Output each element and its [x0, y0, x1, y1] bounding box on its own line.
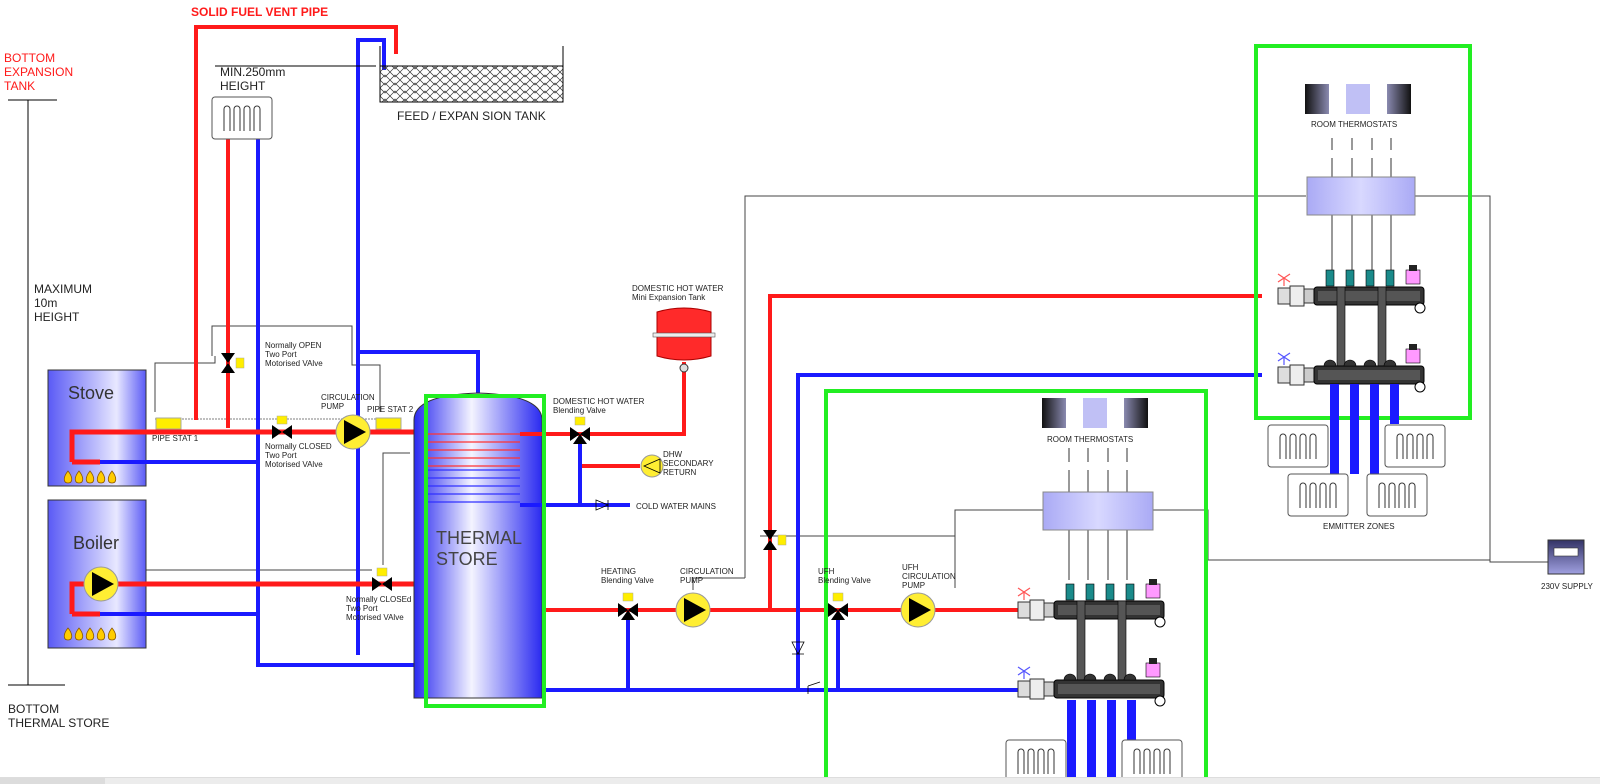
label-dhw-secondary-return: DHW SECONDARY RETURN [663, 450, 714, 478]
ufh-manifold-upper [1278, 265, 1425, 392]
emitter-radiator [1005, 739, 1067, 783]
label-normally-closed-valve-2: Normally CLOSEd Two Port Motorised VAlve [346, 595, 412, 623]
pipe-stat-1 [155, 417, 182, 430]
label-min-height: MIN.250mm HEIGHT [220, 65, 286, 93]
label-solid-fuel-vent: SOLID FUEL VENT PIPE [191, 5, 329, 19]
upper-zone-flow [768, 294, 1262, 610]
emitter-radiator [1287, 473, 1349, 517]
label-230v-supply: 230V SUPPLY [1541, 582, 1593, 591]
normally-open-valve[interactable] [220, 352, 245, 374]
normally-closed-valve-2[interactable] [371, 567, 393, 592]
stove-unit [47, 369, 147, 487]
emitter-radiator [1384, 424, 1446, 468]
thermal-store [413, 392, 543, 699]
dhw-blending-valve[interactable] [569, 416, 591, 445]
thermal-store-highlight [424, 394, 546, 708]
stove-flow-pipe [69, 429, 428, 462]
label-boiler: Boiler [73, 533, 120, 553]
label-max-height: MAXIMUM 10m HEIGHT [34, 282, 92, 324]
boiler-pump[interactable] [83, 566, 119, 602]
upper-zone-return [796, 373, 1262, 690]
emitter-radiator [1366, 473, 1428, 517]
circulation-pump-1[interactable] [335, 414, 371, 450]
check-valve-return [791, 641, 821, 694]
label-feed-expansion-tank: FEED / EXPAN SION TANK [397, 109, 546, 123]
wiring-centre-upper [1306, 176, 1416, 216]
emitter-radiator [1267, 424, 1329, 468]
label-ufh-circulation-pump: UFH CIRCULATION PUMP [902, 563, 956, 591]
upper-zone [1254, 44, 1472, 517]
label-bottom-thermal-store: BOTTOM THERMAL STORE [8, 702, 110, 730]
label-heating-blending-valve: HEATING Blending Valve [601, 567, 654, 586]
label-normally-open-valve: Normally OPEN Two Port Motorised VAlve [265, 341, 323, 369]
heating-blending-valve[interactable] [617, 592, 639, 621]
label-cold-water-mains: COLD WATER MAINS [636, 502, 717, 511]
ufh-circulation-pump[interactable] [900, 592, 936, 628]
status-bar [0, 777, 1600, 784]
label-pipe-stat-2: PIPE STAT 2 [367, 405, 414, 414]
room-thermostat[interactable] [1083, 398, 1107, 428]
label-room-thermostats-upper: ROOM THERMOSTATS [1311, 120, 1398, 129]
wiring-centre-lower [1042, 491, 1154, 531]
ufh-manifold-lower [1018, 579, 1165, 706]
label-ufh-blending-valve: UFH Blending Valve [818, 567, 871, 586]
label-circulation-pump-2: CIRCULATION PUMP [680, 567, 734, 586]
radiator-top [211, 96, 273, 140]
label-normally-closed-valve-1: Normally CLOSED Two Port Motorised VAlve [265, 442, 332, 470]
label-bottom-expansion-tank: BOTTOM EXPANSION TANK [4, 51, 74, 93]
label-stove: Stove [68, 383, 115, 403]
room-thermostat[interactable] [1305, 84, 1329, 114]
zone-valve[interactable] [762, 529, 787, 551]
room-thermostat[interactable] [1124, 398, 1148, 428]
feed-expansion-tank [379, 46, 564, 103]
boiler-flow-pipe [69, 581, 424, 614]
lower-zone [824, 389, 1208, 783]
store-top-pipe [358, 350, 480, 398]
feed-pipe [356, 38, 386, 655]
ufh-blending-valve[interactable] [827, 592, 849, 621]
label-circulation-pump-1: CIRCULATION PUMP [321, 393, 375, 412]
label-dhw-expansion-tank: DOMESTIC HOT WATER Mini Expansion Tank [632, 284, 724, 303]
solid-fuel-vent-pipe [194, 25, 398, 420]
emitter-radiator [1121, 739, 1183, 783]
dhw-secondary-pump[interactable] [640, 454, 664, 478]
label-pipe-stat-1: PIPE STAT 1 [152, 434, 199, 443]
label-dhw-blending-valve: DOMESTIC HOT WATER Blending Valve [553, 397, 645, 416]
label-emitter-zones: EMMITTER ZONES [1323, 522, 1395, 531]
room-thermostat[interactable] [1346, 84, 1370, 114]
room-thermostat[interactable] [1042, 398, 1066, 428]
normally-closed-valve-1[interactable] [271, 415, 293, 440]
supply-230v-unit[interactable] [1547, 539, 1585, 575]
check-valve-cold [595, 499, 610, 511]
room-thermostat[interactable] [1387, 84, 1411, 114]
dhw-expansion-tank [652, 307, 716, 373]
height-reference [8, 99, 65, 686]
pipe-stat-2 [375, 417, 402, 430]
circulation-pump-2[interactable] [675, 592, 711, 628]
label-thermal-store: THERMAL STORE [436, 528, 523, 569]
cold-mains-pipe [520, 440, 630, 507]
expansion-return [256, 138, 414, 667]
label-room-thermostats-lower: ROOM THERMOSTATS [1047, 435, 1134, 444]
